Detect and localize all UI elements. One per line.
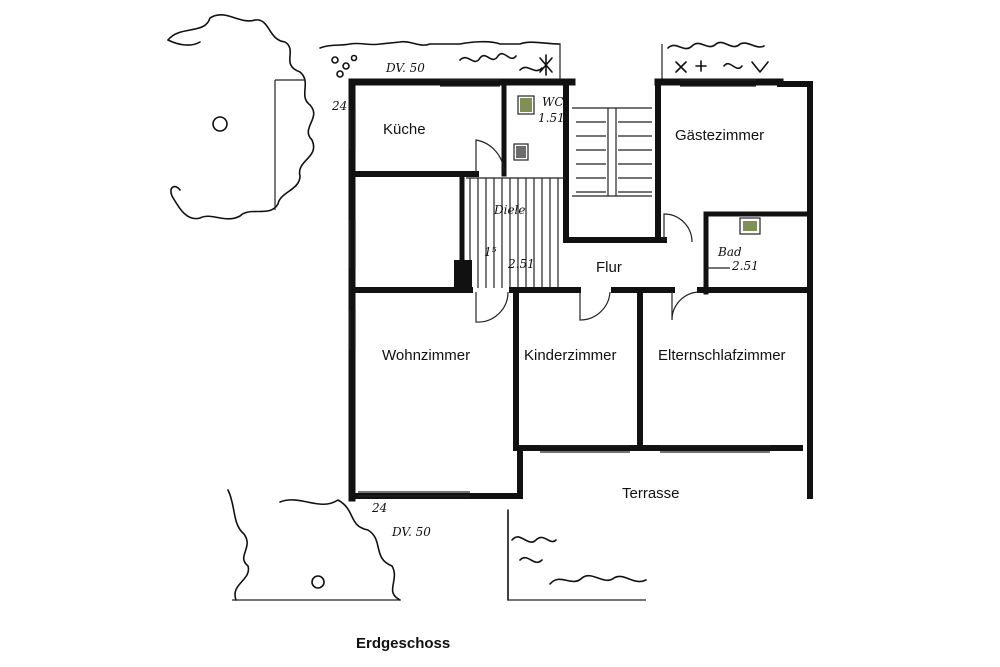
dv-top: DV. 50 — [385, 61, 425, 75]
wc-height: 1.51 — [538, 111, 565, 125]
staircase — [572, 107, 652, 197]
label-kinderzimmer: Kinderzimmer — [524, 347, 617, 364]
num-24-bottom: 24 — [371, 501, 387, 515]
hedge-top-right — [661, 41, 769, 80]
label-terrasse: Terrasse — [622, 485, 680, 502]
label-elternschlafzimmer: Elternschlafzimmer — [658, 347, 786, 364]
label-wc: WC — [542, 95, 564, 109]
bad-height: 2.51 — [731, 259, 759, 273]
label-bad: Bad — [717, 245, 742, 259]
bad-fixtures — [739, 217, 761, 235]
hedge-bottom-right — [507, 509, 647, 601]
label-flur: Flur — [596, 259, 622, 276]
label-gaestezimmer: Gästezimmer — [675, 127, 764, 144]
label-wohnzimmer: Wohnzimmer — [382, 347, 470, 364]
interior-walls — [349, 79, 813, 451]
windows — [349, 79, 770, 497]
diele-height: 2.51 — [507, 257, 535, 271]
dv-bottom: DV. 50 — [391, 525, 431, 539]
doors — [475, 139, 730, 323]
hedge-top-left — [319, 40, 561, 80]
label-kueche: Küche — [383, 121, 426, 138]
num-24-top: 24 — [331, 99, 347, 113]
tree-bottom-left — [227, 489, 401, 601]
wc-fixtures — [513, 95, 535, 161]
plan-title: Erdgeschoss — [356, 635, 450, 652]
label-diele: Diele — [493, 203, 526, 217]
diele-step: 1⁵ — [484, 245, 497, 259]
tree-top-left — [167, 14, 315, 220]
diele-floor-hatch — [454, 177, 566, 290]
